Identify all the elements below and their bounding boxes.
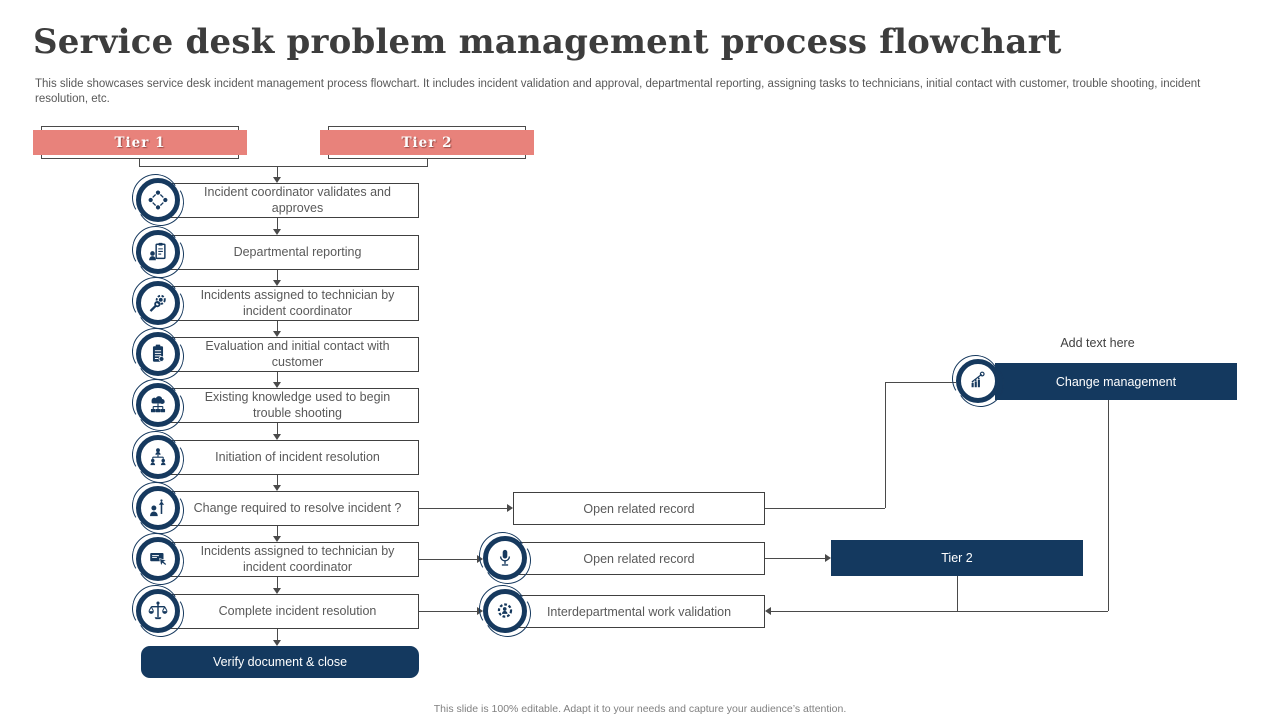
- arrowhead: [765, 607, 771, 615]
- connector: [277, 629, 278, 640]
- flow-step-box: Incidents assigned to technician by inci…: [158, 286, 419, 321]
- arrowhead: [273, 229, 281, 235]
- tier2-label: Tier 2: [320, 130, 534, 155]
- flow-step-box: Evaluation and initial contact with cust…: [158, 337, 419, 372]
- connector: [885, 382, 956, 383]
- tier2-target-box: Tier 2: [831, 540, 1083, 576]
- card-hand-icon: [136, 537, 180, 581]
- arrowhead: [825, 554, 831, 562]
- connector: [957, 576, 958, 611]
- arrowhead: [273, 536, 281, 542]
- arrowhead: [273, 177, 281, 183]
- tier1-header: Tier 1: [33, 126, 247, 159]
- microphone-icon: [483, 536, 527, 580]
- flow-step-box: Existing knowledge used to begin trouble…: [158, 388, 419, 423]
- cloud-network-icon: [136, 383, 180, 427]
- connector: [277, 423, 278, 434]
- flow-step-box: Incident coordinator validates and appro…: [158, 183, 419, 218]
- connector: [277, 321, 278, 331]
- connector: [419, 508, 507, 509]
- flow-step-box: Incidents assigned to technician by inci…: [158, 542, 419, 577]
- tier2-header: Tier 2: [320, 126, 534, 159]
- terminal-box: Verify document & close: [141, 646, 419, 678]
- connector: [765, 508, 885, 509]
- connector: [427, 159, 428, 166]
- arrowhead: [273, 280, 281, 286]
- connector: [765, 558, 825, 559]
- arrowhead: [273, 485, 281, 491]
- page-title: Service desk problem management process …: [33, 22, 1062, 62]
- clipboard-check-icon: [136, 332, 180, 376]
- connector: [419, 611, 477, 612]
- arrowhead: [273, 382, 281, 388]
- tools-icon: [136, 281, 180, 325]
- open-record-box-2: Open related record: [513, 542, 765, 575]
- head-gear-icon: [483, 589, 527, 633]
- connector: [277, 166, 278, 177]
- connector: [419, 559, 477, 560]
- slide-footer: This slide is 100% editable. Adapt it to…: [433, 703, 847, 715]
- connector: [139, 166, 428, 167]
- arrowhead: [273, 434, 281, 440]
- person-up-arrow-icon: [136, 486, 180, 530]
- interdepartmental-box: Interdepartmental work validation: [513, 595, 765, 628]
- arrowhead: [273, 640, 281, 646]
- connector: [277, 577, 278, 588]
- connector: [139, 159, 140, 166]
- arrowhead: [273, 588, 281, 594]
- flow-step-box: Complete incident resolution: [158, 594, 419, 629]
- tier1-label: Tier 1: [33, 130, 247, 155]
- connector: [1108, 400, 1109, 611]
- change-management-box: Change management: [995, 363, 1237, 400]
- arrowhead: [273, 331, 281, 337]
- arrowhead: [507, 504, 513, 512]
- connector: [771, 611, 1108, 612]
- scales-icon: [136, 589, 180, 633]
- growth-chart-icon: [956, 359, 1000, 403]
- open-record-box-1: Open related record: [513, 492, 765, 525]
- flow-step-box: Departmental reporting: [158, 235, 419, 270]
- workflow-icon: [136, 178, 180, 222]
- connector: [277, 475, 278, 485]
- flow-step-box: Change required to resolve incident ?: [158, 491, 419, 526]
- add-text-placeholder: Add text here: [1060, 336, 1135, 350]
- connector: [885, 382, 886, 508]
- org-chart-icon: [136, 435, 180, 479]
- slide-subtitle: This slide showcases service desk incide…: [35, 78, 1201, 106]
- person-clipboard-icon: [136, 230, 180, 274]
- flow-step-box: Initiation of incident resolution: [158, 440, 419, 475]
- connector: [277, 218, 278, 229]
- connector: [277, 270, 278, 280]
- connector: [277, 526, 278, 536]
- connector: [277, 372, 278, 382]
